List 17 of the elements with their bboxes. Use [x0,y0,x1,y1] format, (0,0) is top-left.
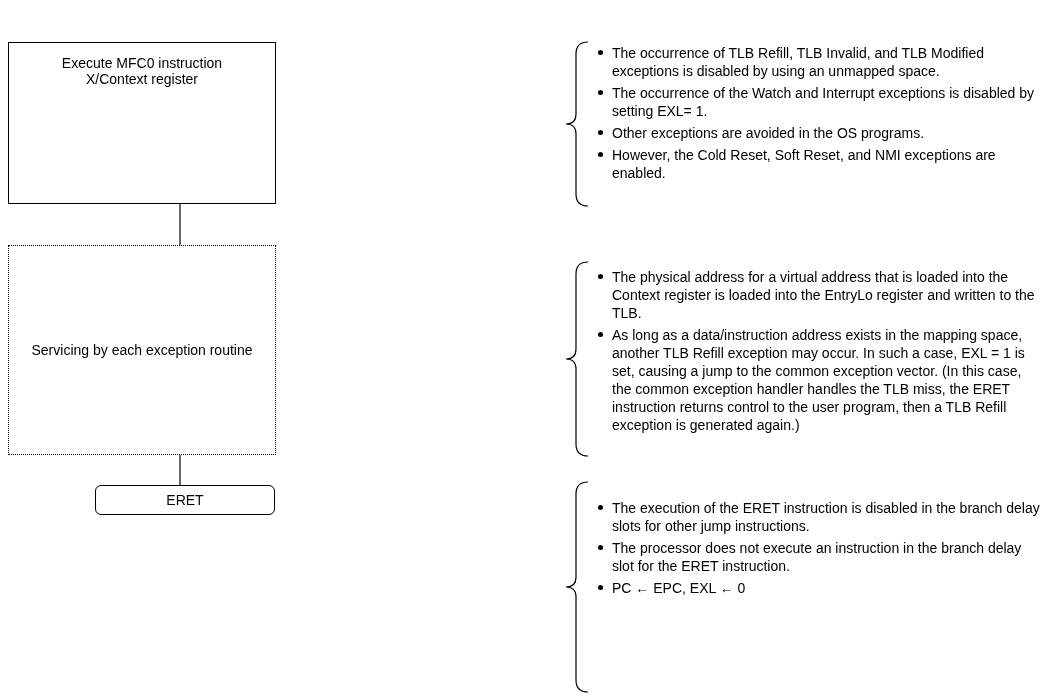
connector-line [179,454,181,486]
box-label: Servicing by each exception routine [31,342,253,358]
connector-line [179,203,181,246]
bullet-text: However, the Cold Reset, Soft Reset, and NMI exceptions are enabled. [612,147,996,181]
bullet-text: The execution of the ERET instruction is disabled in the branch delay slots for other jump instructions. [612,500,1040,534]
process-box [8,42,276,204]
box-label: Execute MFC0 instruction X/Context register [60,55,224,87]
bullet-text: The processor does not execute an instruction in the branch delay slot for the ERET instruction. [612,540,1022,574]
bullet-text: PC ← EPC, EXL ← 0 [612,580,746,596]
rounded-process-box [95,485,275,515]
box-label: ERET [166,492,204,508]
bullet-text: Other exceptions are avoided in the OS programs. [612,125,925,141]
bullet-text: The occurrence of TLB Refill, TLB Invalid, and TLB Modified exceptions is disabled by using an unmapped space. [612,45,984,79]
dotted-process-box [8,245,276,455]
bullet-text: The physical address for a virtual address that is loaded into the Context register is loaded into the EntryLo register and written to the TLB. [612,269,1035,321]
bullet-text: The occurrence of the Watch and Interrupt exceptions is disabled by setting EXL= 1. [612,85,1035,119]
bullet-text: As long as a data/instruction address exists in the mapping space, another TLB Refill exception may occur. In such a case, EXL = 1 is set, causing a jump to the common exception vector. (In this case, the common exception handler handles the TLB miss, the ERET instruction returns control to the user program, then a TLB Refill exception is generated again.) [612,327,1025,433]
